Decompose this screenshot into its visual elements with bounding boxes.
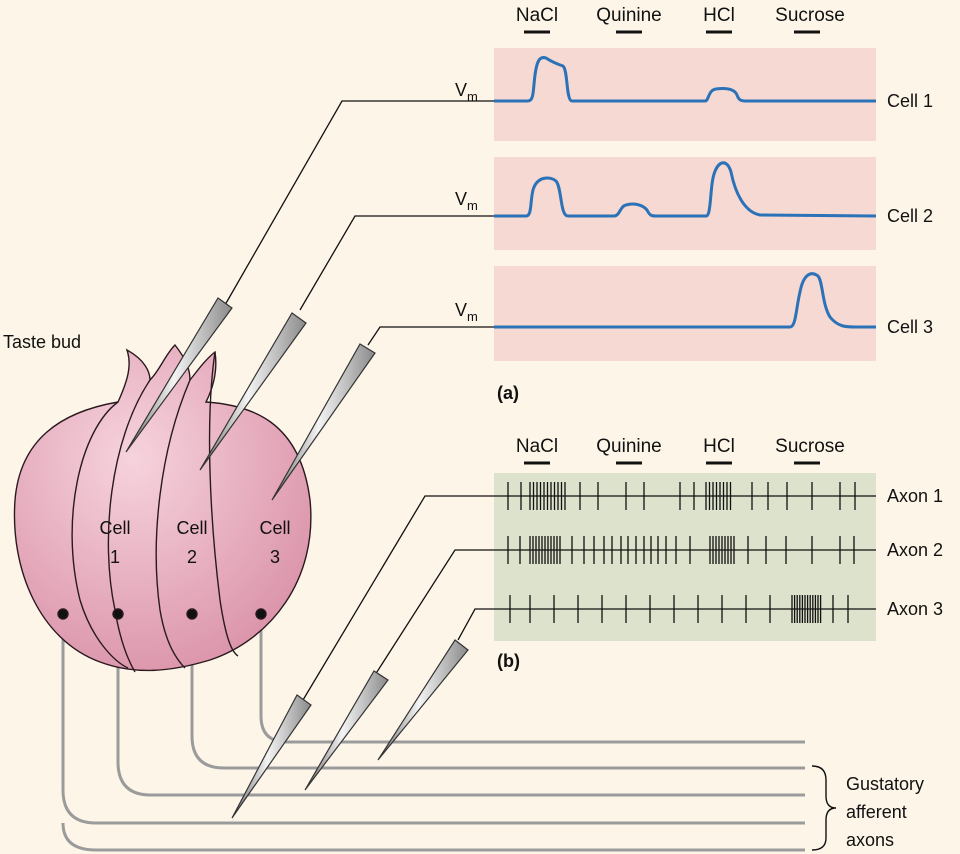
trace-panel-cell-3 <box>494 266 876 361</box>
cell-1-outline <box>71 401 129 669</box>
taste-bud-body <box>13 343 312 672</box>
stimulus-label-hcl-b: HCl <box>703 436 735 457</box>
electrode-axon-1 <box>231 694 312 819</box>
vm-label-cell-2: Vm <box>455 189 478 213</box>
afferent-axon-4 <box>259 615 805 744</box>
panel-a-label: (a) <box>497 383 519 403</box>
wire-axon-3 <box>457 608 494 641</box>
stimulus-label-sucrose-a: Sucrose <box>775 5 845 26</box>
electrode-axon-2 <box>304 670 389 791</box>
axon-1-spike-train <box>507 482 856 510</box>
trace-panel-cell-2 <box>494 157 876 250</box>
electrode-cell-1 <box>125 297 233 453</box>
trace-label-cell-2: Cell 2 <box>887 206 933 226</box>
taste-bud <box>13 343 312 673</box>
stimulus-label-sucrose-b: Sucrose <box>775 436 845 457</box>
cell-3-synapse-dot <box>255 608 267 620</box>
stimulus-label-quinine-b: Quinine <box>596 436 662 457</box>
cell-label-3-line1: Cell <box>259 518 290 538</box>
vm-label-cell-3: Vm <box>455 300 478 324</box>
cell-1b-synapse-dot <box>112 608 124 620</box>
vm-label-cell-1: Vm <box>455 80 478 104</box>
cell-label-1-line2: 1 <box>110 547 120 567</box>
vm-trace-cell-1 <box>494 56 876 103</box>
cell-label-2-line1: Cell <box>176 518 207 538</box>
wire-cell-1 <box>224 100 494 306</box>
panel-b-label: (b) <box>497 651 520 671</box>
afferent-axon-5 <box>61 822 805 852</box>
panel-b: NaCl Quinine HCl Sucrose Axon 1 Axon 2 A… <box>494 436 943 671</box>
wire-cell-2 <box>299 215 494 311</box>
electrode-cell-3 <box>271 343 376 501</box>
axon-2-spike-train <box>507 536 855 564</box>
cell-label-1-line1: Cell <box>99 518 130 538</box>
axon-3-spike-train <box>509 595 849 623</box>
afferent-label-line2: afferent <box>846 802 907 822</box>
wire-axon-2 <box>374 549 494 676</box>
wire-cell-3 <box>367 326 494 346</box>
axon-label-2: Axon 2 <box>887 540 943 560</box>
axon-label-1: Axon 1 <box>887 486 943 506</box>
cell-1-synapse-dot <box>57 608 69 620</box>
electrode-wires <box>224 100 494 701</box>
cell-2-synapse-dot <box>186 608 198 620</box>
afferent-label-line1: Gustatory <box>846 774 924 794</box>
electrodes <box>125 297 469 819</box>
afferent-axons <box>61 615 805 852</box>
vm-trace-cell-3 <box>494 272 876 329</box>
panel-a: NaCl Quinine HCl Sucrose Vm Vm Vm Cell 1… <box>455 5 933 403</box>
axon-label-3: Axon 3 <box>887 599 943 619</box>
afferent-axon-2 <box>116 615 805 797</box>
cell-label-2-line2: 2 <box>187 547 197 567</box>
cell-label-3-line2: 3 <box>270 547 280 567</box>
cell-2-3-boundary <box>155 379 191 669</box>
afferent-axon-3 <box>190 615 805 770</box>
afferent-label-line3: axons <box>846 830 894 850</box>
vm-trace-cell-2 <box>494 161 877 218</box>
stimulus-label-quinine-a: Quinine <box>596 5 662 26</box>
electrode-cell-2 <box>199 312 307 471</box>
stimulus-label-nacl-a: NaCl <box>516 5 558 26</box>
trace-label-cell-3: Cell 3 <box>887 317 933 337</box>
stimulus-label-hcl-a: HCl <box>703 5 735 26</box>
afferent-axon-1 <box>61 615 805 825</box>
wire-axon-1 <box>302 495 494 701</box>
cell-1-2-boundary <box>107 379 151 673</box>
stimulus-label-nacl-b: NaCl <box>516 436 558 457</box>
taste-bud-title: Taste bud <box>3 332 81 352</box>
electrode-axon-3 <box>377 639 469 761</box>
cell-3-outline <box>208 351 239 657</box>
afferent-brace <box>811 765 837 851</box>
trace-label-cell-1: Cell 1 <box>887 91 933 111</box>
